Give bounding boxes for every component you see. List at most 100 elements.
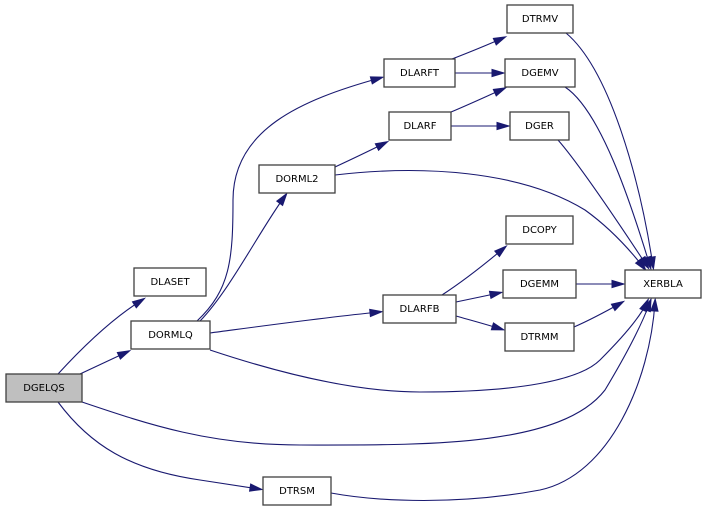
node-label: DLARFB [400,304,440,315]
node-dgelqs[interactable]: DGELQS [5,373,83,403]
edge-dlarfb-to-dcopy [441,244,508,296]
edge-line [57,299,143,375]
arrowhead-icon [639,297,649,313]
edge-dtrmm-to-xerbla [573,300,626,328]
edge-line [196,77,381,322]
edge-dgelqs-to-dtrsm [57,401,264,492]
node-box[interactable] [388,111,452,141]
node-box[interactable] [258,164,336,194]
edge-line [57,401,260,490]
node-dgemm[interactable]: DGEMM [502,269,577,299]
node-label: DORMLQ [148,330,193,341]
edge-dormlq-to-dlarft [196,76,385,322]
edge-dorml2-to-xerbla [334,170,647,272]
node-label: DLASET [150,277,190,288]
node-label: DORML2 [275,174,318,185]
arrowhead-icon [493,244,508,258]
arrowhead-icon [492,87,508,97]
arrowhead-icon [638,255,650,270]
arrowhead-icon [374,140,390,152]
edge-dlarf-to-dger [451,121,511,131]
node-label: DGEMM [520,279,559,290]
node-box[interactable] [5,373,83,403]
edge-dgemv-to-xerbla [564,86,652,271]
node-label: XERBLA [643,279,683,290]
edge-dger-to-xerbla [557,139,650,270]
edge-dgelqs-to-dlaset [57,297,147,375]
arrowhead-icon [248,483,264,492]
edge-dormlq-to-xerbla [209,297,649,393]
edge-line [565,32,654,267]
node-dcopy[interactable]: DCOPY [505,215,574,245]
arrowhead-icon [610,300,626,312]
edge-dormlq-to-dlarfb [209,308,384,334]
edge-line [334,170,645,269]
arrowhead-icon [491,68,506,78]
edge-line [209,311,380,334]
edge-line [564,86,651,267]
edges-layer [57,32,659,502]
edge-dormlq-to-dorml2 [199,192,288,322]
edge-dlarfb-to-dgemm [455,290,504,303]
node-box[interactable] [382,294,457,324]
arrowhead-icon [488,290,504,300]
arrowhead-icon [131,297,147,309]
arrowhead-icon [116,349,132,360]
node-xerbla[interactable]: XERBLA [624,269,702,299]
edge-line [441,247,505,296]
node-box[interactable] [383,58,456,88]
edge-dgelqs-to-dormlq [79,349,132,375]
node-label: DLARFT [400,68,440,79]
node-dgemv[interactable]: DGEMV [504,58,576,88]
node-label: DCOPY [522,225,557,236]
node-box[interactable] [504,322,575,352]
node-label: DGER [525,121,554,132]
node-label: DTRSM [279,486,315,497]
arrowhead-icon [275,192,288,207]
node-box[interactable] [133,267,207,297]
edge-line [209,301,648,393]
edge-dlarf-to-dgemv [450,87,508,113]
edge-line [81,301,651,446]
node-box[interactable] [505,215,574,245]
node-box[interactable] [502,269,577,299]
edge-dgemm-to-xerbla [576,279,626,289]
edge-line [199,195,286,322]
node-box[interactable] [506,4,574,34]
node-dlarf[interactable]: DLARF [388,111,452,141]
node-label: DGELQS [23,383,65,394]
node-box[interactable] [262,476,332,506]
node-label: DTRMM [520,332,558,343]
edge-dlarfb-to-dtrmm [455,315,506,331]
node-dtrmv[interactable]: DTRMV [506,4,574,34]
node-box[interactable] [624,269,702,299]
node-label: DGEMV [521,68,558,79]
nodes-layer: DGELQS DLASET DORMLQ DORML2 DLARFT DLARF DLARF… [5,4,702,506]
arrowhead-icon [650,297,659,312]
node-label: DLARF [403,121,436,132]
arrowhead-icon [611,279,626,289]
edge-dlarft-to-dgemv [455,68,506,78]
node-box[interactable] [504,58,576,88]
edge-line [330,301,656,502]
arrowhead-icon [369,308,384,318]
arrowhead-icon [492,36,508,46]
node-dormlq[interactable]: DORMLQ [130,320,211,350]
node-dlaset[interactable]: DLASET [133,267,207,297]
node-dorml2[interactable]: DORML2 [258,164,336,194]
node-box[interactable] [130,320,211,350]
edge-dtrmv-to-xerbla [565,32,656,271]
edge-dtrsm-to-xerbla [330,297,659,502]
node-dger[interactable]: DGER [509,111,570,141]
node-dtrmm[interactable]: DTRMM [504,322,575,352]
node-dlarft[interactable]: DLARFT [383,58,456,88]
edge-dorml2-to-dlarf [334,140,390,168]
arrowhead-icon [490,322,506,331]
node-label: DTRMV [522,14,558,25]
node-dlarfb[interactable]: DLARFB [382,294,457,324]
arrowhead-icon [496,121,511,131]
node-box[interactable] [509,111,570,141]
edge-line [557,139,648,267]
node-dtrsm[interactable]: DTRSM [262,476,332,506]
